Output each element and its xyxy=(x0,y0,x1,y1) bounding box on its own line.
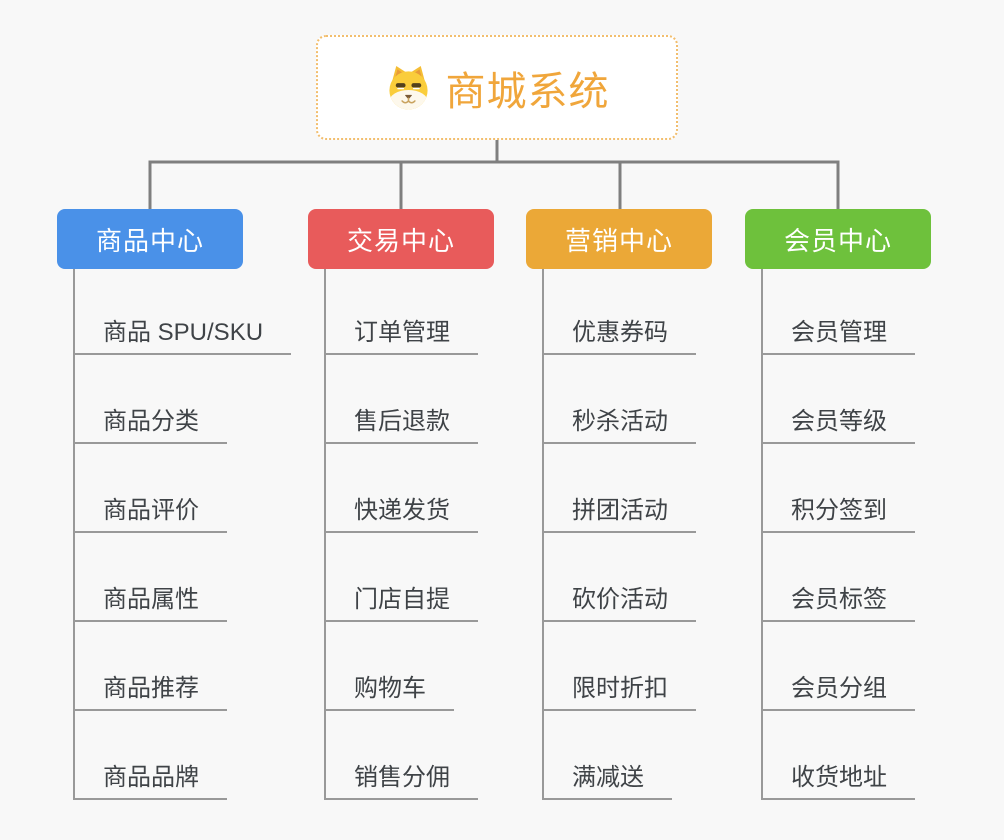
child-node[interactable]: 售后退款 xyxy=(324,355,568,444)
child-node-label: 优惠券码 xyxy=(542,319,696,355)
child-node-label: 商品推荐 xyxy=(73,675,227,711)
branch-children: 商品 SPU/SKU 商品分类 商品评价 商品属性 商品推荐 商品品牌 xyxy=(57,269,317,800)
child-node[interactable]: 砍价活动 xyxy=(542,533,786,622)
branch-children: 订单管理 售后退款 快递发货 门店自提 购物车 销售分佣 xyxy=(308,269,568,800)
child-node-label: 商品 SPU/SKU xyxy=(73,319,292,355)
child-node-label: 会员管理 xyxy=(761,319,915,355)
child-node[interactable]: 商品推荐 xyxy=(73,622,317,711)
child-node-label: 砍价活动 xyxy=(542,586,696,622)
child-node-label: 商品评价 xyxy=(73,497,227,533)
child-node-label: 快递发货 xyxy=(324,497,478,533)
child-node[interactable]: 优惠券码 xyxy=(542,269,786,355)
root-title: 商城系统 xyxy=(445,69,610,114)
child-node-label: 订单管理 xyxy=(324,319,478,355)
child-node[interactable]: 商品评价 xyxy=(73,444,317,533)
child-node[interactable]: 商品属性 xyxy=(73,533,317,622)
child-node[interactable]: 商品分类 xyxy=(73,355,317,444)
branch-children: 优惠券码 秒杀活动 拼团活动 砍价活动 限时折扣 满减送 xyxy=(526,269,786,800)
child-node[interactable]: 满减送 xyxy=(542,711,786,800)
child-node[interactable]: 门店自提 xyxy=(324,533,568,622)
child-node-label: 购物车 xyxy=(324,675,454,711)
branch-member-center: 会员中心 会员管理 会员等级 积分签到 会员标签 会员分组 收货地址 xyxy=(745,209,1004,800)
child-node-label: 商品分类 xyxy=(73,408,227,444)
child-node[interactable]: 积分签到 xyxy=(761,444,1004,533)
branch-marketing-center: 营销中心 优惠券码 秒杀活动 拼团活动 砍价活动 限时折扣 满减送 xyxy=(526,209,786,800)
branch-box-member-center[interactable]: 会员中心 xyxy=(745,209,931,269)
child-node-label: 满减送 xyxy=(542,764,672,800)
dog-face-icon xyxy=(388,65,428,110)
root-node[interactable]: 商城系统 xyxy=(316,35,678,140)
branch-box-marketing-center[interactable]: 营销中心 xyxy=(526,209,712,269)
child-node[interactable]: 会员等级 xyxy=(761,355,1004,444)
child-node[interactable]: 商品 SPU/SKU xyxy=(73,269,317,355)
child-node-label: 售后退款 xyxy=(324,408,478,444)
child-node-label: 销售分佣 xyxy=(324,764,478,800)
child-node-label: 会员标签 xyxy=(761,586,915,622)
child-node[interactable]: 购物车 xyxy=(324,622,568,711)
branch-product-center: 商品中心 商品 SPU/SKU 商品分类 商品评价 商品属性 商品推荐 商品品牌 xyxy=(57,209,317,800)
child-node-label: 门店自提 xyxy=(324,586,478,622)
child-node-label: 积分签到 xyxy=(761,497,915,533)
child-node[interactable]: 会员标签 xyxy=(761,533,1004,622)
child-node-label: 收货地址 xyxy=(761,764,915,800)
branch-children: 会员管理 会员等级 积分签到 会员标签 会员分组 收货地址 xyxy=(745,269,1004,800)
child-node[interactable]: 销售分佣 xyxy=(324,711,568,800)
child-node-label: 秒杀活动 xyxy=(542,408,696,444)
child-node-label: 商品品牌 xyxy=(73,764,227,800)
child-node-label: 商品属性 xyxy=(73,586,227,622)
child-node[interactable]: 会员管理 xyxy=(761,269,1004,355)
child-node-label: 限时折扣 xyxy=(542,675,696,711)
branch-box-trade-center[interactable]: 交易中心 xyxy=(308,209,494,269)
branch-trade-center: 交易中心 订单管理 售后退款 快递发货 门店自提 购物车 销售分佣 xyxy=(308,209,568,800)
child-node-label: 拼团活动 xyxy=(542,497,696,533)
child-node-label: 会员等级 xyxy=(761,408,915,444)
child-node[interactable]: 商品品牌 xyxy=(73,711,317,800)
child-node[interactable]: 收货地址 xyxy=(761,711,1004,800)
child-node-label: 会员分组 xyxy=(761,675,915,711)
child-node[interactable]: 拼团活动 xyxy=(542,444,786,533)
child-node[interactable]: 秒杀活动 xyxy=(542,355,786,444)
child-node[interactable]: 订单管理 xyxy=(324,269,568,355)
child-node[interactable]: 会员分组 xyxy=(761,622,1004,711)
child-node[interactable]: 快递发货 xyxy=(324,444,568,533)
child-node[interactable]: 限时折扣 xyxy=(542,622,786,711)
branch-box-product-center[interactable]: 商品中心 xyxy=(57,209,243,269)
